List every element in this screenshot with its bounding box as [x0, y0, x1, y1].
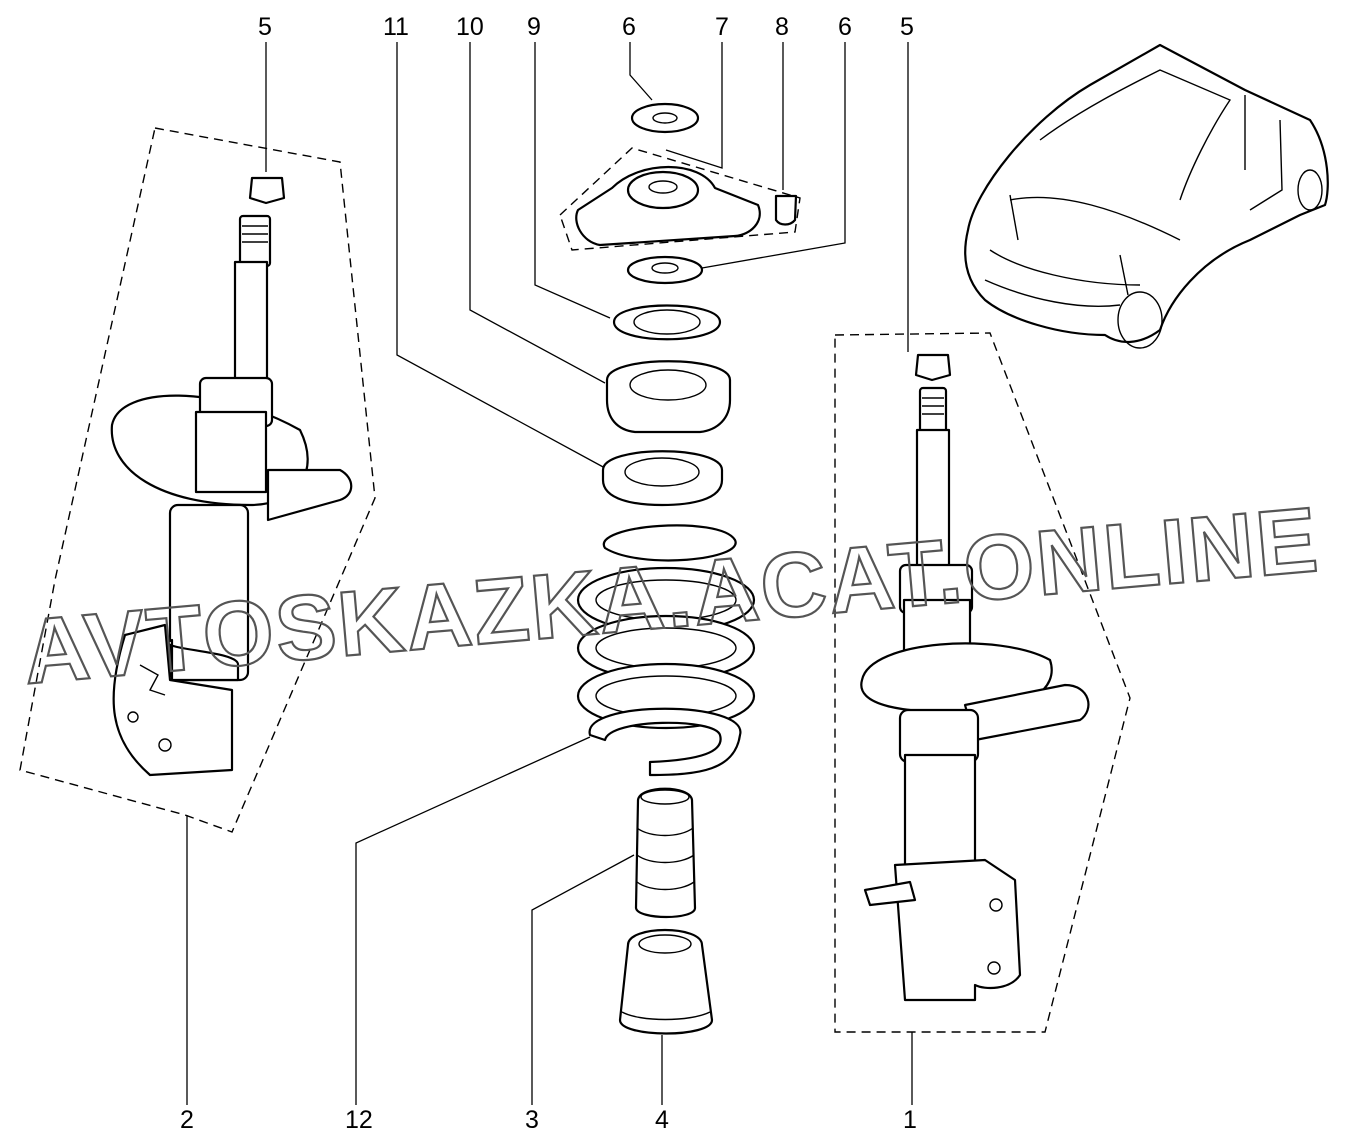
washer-lower: [626, 255, 704, 285]
callout-6-right[interactable]: 6: [838, 13, 852, 41]
callout-5-left[interactable]: 5: [258, 13, 272, 41]
top-mount-stack[interactable]: [575, 102, 798, 507]
bearing-part-9: [612, 304, 722, 341]
mount-bolt: [774, 194, 798, 226]
callout-7[interactable]: 7: [715, 13, 729, 41]
right-strut-knuckle-bracket: [893, 858, 1022, 1002]
callout-5-right[interactable]: 5: [900, 13, 914, 41]
left-strut-knuckle-bracket: [112, 623, 234, 777]
coil-spring[interactable]: [576, 524, 756, 777]
top-mount-assembly-outline: [559, 147, 801, 251]
callout-10[interactable]: 10: [456, 13, 484, 41]
dust-boot[interactable]: [618, 929, 714, 1035]
callout-12[interactable]: 12: [345, 1106, 373, 1134]
left-strut-nut: [248, 176, 286, 205]
spring-insulator-part-11: [601, 450, 724, 507]
leader-lines: [186, 42, 913, 1105]
left-strut-assembly-outline: [19, 127, 376, 833]
callout-3[interactable]: 3: [525, 1106, 539, 1134]
callout-2[interactable]: 2: [180, 1106, 194, 1134]
callout-8[interactable]: 8: [775, 13, 789, 41]
left-strut-rod: [233, 260, 269, 384]
callout-4[interactable]: 4: [655, 1106, 669, 1134]
washer-top: [630, 102, 700, 134]
car-thumbnail: [964, 43, 1329, 349]
right-strut[interactable]: [860, 353, 1090, 1002]
callout-11[interactable]: 11: [383, 13, 409, 41]
callout-9[interactable]: 9: [527, 13, 541, 41]
callout-6-top[interactable]: 6: [622, 13, 636, 41]
right-strut-assembly-outline: [834, 332, 1131, 1033]
left-strut[interactable]: [110, 176, 353, 777]
right-strut-rod: [915, 428, 951, 577]
spring-seat-part-10: [605, 360, 732, 434]
right-strut-body: [903, 753, 977, 867]
callout-1[interactable]: 1: [903, 1106, 917, 1134]
bump-stop[interactable]: [634, 787, 697, 919]
right-strut-nut: [914, 353, 952, 382]
